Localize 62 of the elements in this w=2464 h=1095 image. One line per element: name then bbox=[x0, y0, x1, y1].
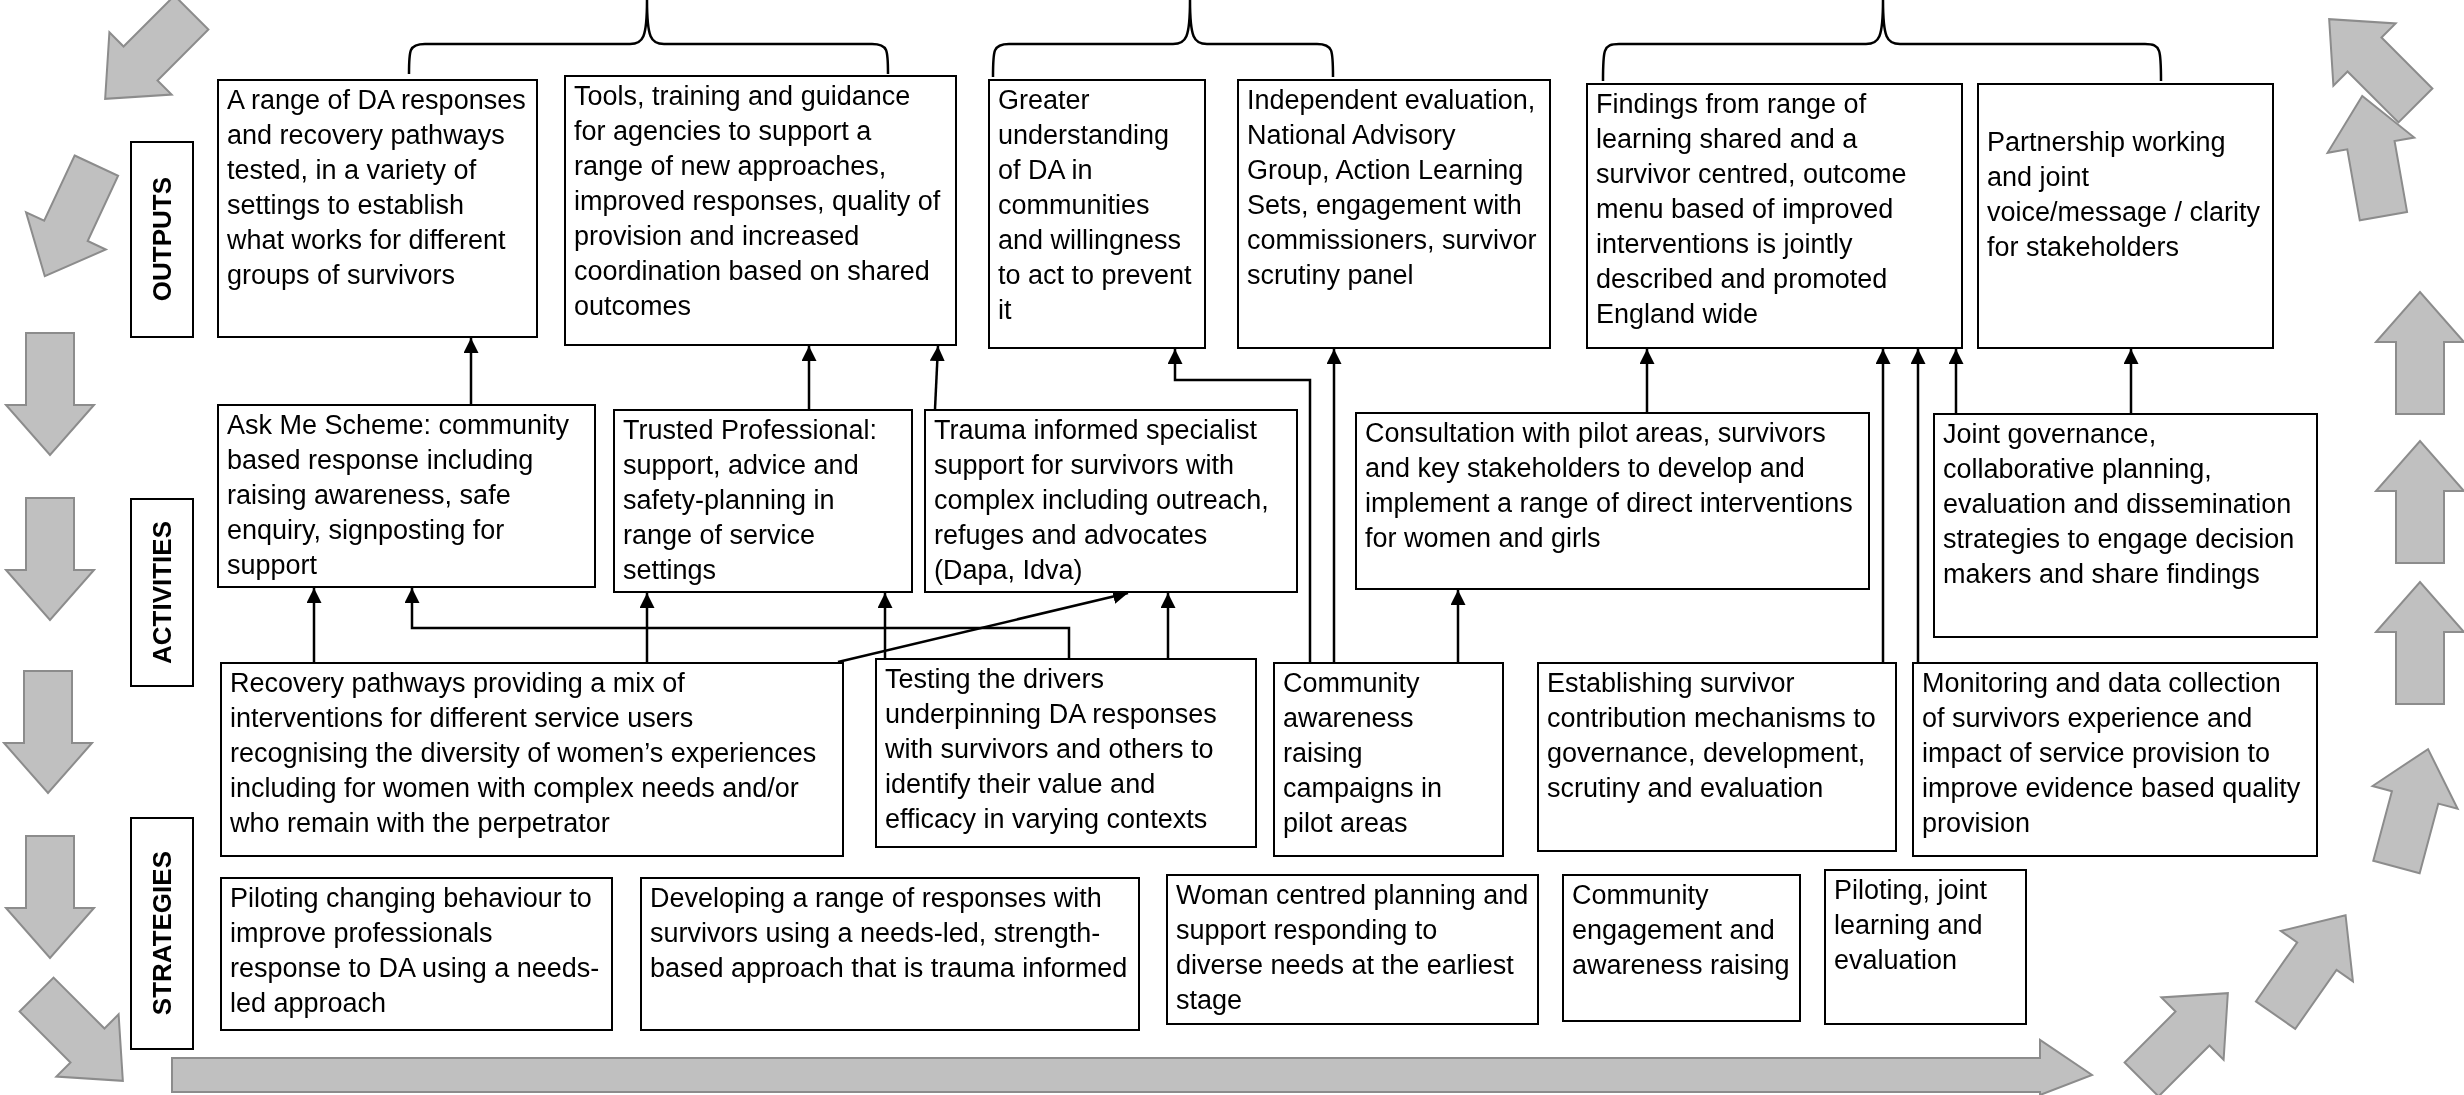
activity-box bbox=[1273, 662, 1504, 857]
row-heading: ACTIVITIES bbox=[147, 521, 177, 664]
arrow bbox=[1326, 349, 1342, 662]
activity-box bbox=[613, 409, 913, 593]
arrow bbox=[1639, 349, 1655, 412]
box-text: Independent evaluation, National Advisory Group, Action Learning Sets, engagement with commissioners, survivor scrutiny panel bbox=[1247, 84, 1538, 292]
arrow bbox=[1875, 349, 1891, 662]
box-text: Monitoring and data collection of survivors experience and impact of service provision to improve evidence based quality provision bbox=[1922, 667, 2302, 840]
output-box bbox=[1977, 83, 2274, 349]
arrow bbox=[1910, 349, 1926, 662]
arrow bbox=[306, 588, 322, 662]
arrow bbox=[2123, 349, 2139, 413]
box-text: Developing a range of responses with survivors using a needs-led, strength-based approach that is trauma informed bbox=[650, 882, 1129, 985]
row-heading: STRATEGIES bbox=[147, 851, 177, 1016]
activity-box bbox=[875, 658, 1257, 848]
row-label-box bbox=[130, 141, 194, 338]
box-text: Piloting changing behaviour to improve professionals response to DA using a needs-led approach bbox=[230, 882, 601, 1020]
box-text: Recovery pathways providing a mix of interventions for different service users recognising the diversity of women’s experiences including for women with complex needs and/or who remain with the perpetrator bbox=[230, 667, 818, 840]
arrow bbox=[801, 346, 817, 409]
box-text: Piloting, joint learning and evaluation bbox=[1834, 874, 1989, 977]
row-heading: OUTPUTS bbox=[147, 177, 177, 302]
output-box bbox=[564, 75, 957, 346]
arrow bbox=[929, 345, 945, 410]
strategy-box bbox=[640, 877, 1140, 1031]
box-text: Community engagement and awareness raising bbox=[1572, 879, 1791, 982]
arrow bbox=[1450, 590, 1466, 662]
activity-box bbox=[1933, 413, 2318, 638]
strategy-box bbox=[1562, 874, 1801, 1022]
strategy-box bbox=[220, 877, 613, 1031]
box-text: Community awareness raising campaigns in pilot areas bbox=[1283, 667, 1444, 840]
box-text: A range of DA responses and recovery pathways tested, in a variety of settings to establish what works for different groups of survivors bbox=[227, 84, 527, 292]
output-box bbox=[988, 79, 1206, 349]
activity-box bbox=[1912, 662, 2318, 857]
box-text: Trusted Professional: support, advice and safety-planning in range of service settings bbox=[623, 414, 879, 587]
box-text: Greater understanding of DA in communities and willingness to act to prevent it bbox=[998, 84, 1193, 327]
arrow bbox=[404, 588, 1071, 658]
box-text: Consultation with pilot areas, survivors and key stakeholders to develop and implement a range of direct interventions for women and girls bbox=[1365, 417, 1854, 555]
box-text: Partnership working and joint voice/message / clarity for stakeholders bbox=[1987, 126, 2262, 264]
arrow bbox=[877, 593, 893, 658]
activity-box bbox=[924, 409, 1298, 593]
box-text: Testing the drivers underpinning DA responses with survivors and others to identify their value and efficacy in varying contexts bbox=[885, 663, 1218, 836]
box-text: Findings from range of learning shared and a survivor centred, outcome menu based of improved interventions is jointly described and promoted England wide bbox=[1596, 88, 1908, 331]
output-box bbox=[217, 79, 538, 338]
box-text: Woman centred planning and support responding to diverse needs at the earliest stage bbox=[1176, 879, 1529, 1017]
output-box bbox=[1586, 83, 1963, 349]
box-text: Tools, training and guidance for agencies to support a range of new approaches, improved responses, quality of provision and increased coordination based on shared outcomes bbox=[574, 80, 942, 323]
arrow bbox=[1948, 349, 1964, 413]
row-label-box bbox=[130, 817, 194, 1050]
activity-box bbox=[1537, 662, 1897, 852]
output-box bbox=[1237, 79, 1551, 349]
row-label-box bbox=[130, 498, 194, 687]
box-text: Ask Me Scheme: community based response including raising awareness, safe enquiry, signposting for support bbox=[227, 409, 571, 582]
activity-box bbox=[1355, 412, 1870, 590]
activity-box bbox=[220, 662, 844, 857]
box-text: Joint governance, collaborative planning, evaluation and dissemination strategies to engage decision makers and share findings bbox=[1943, 418, 2296, 591]
arrow bbox=[463, 338, 479, 404]
arrow bbox=[1167, 349, 1312, 662]
arrow bbox=[639, 593, 655, 662]
box-text: Establishing survivor contribution mechanisms to governance, development, scrutiny and evaluation bbox=[1547, 667, 1877, 805]
box-text: Trauma informed specialist support for survivors with complex including outreach, refuges and advocates (Dapa, Idva) bbox=[934, 414, 1270, 587]
strategy-box bbox=[1824, 869, 2027, 1025]
arrow bbox=[1160, 593, 1176, 658]
